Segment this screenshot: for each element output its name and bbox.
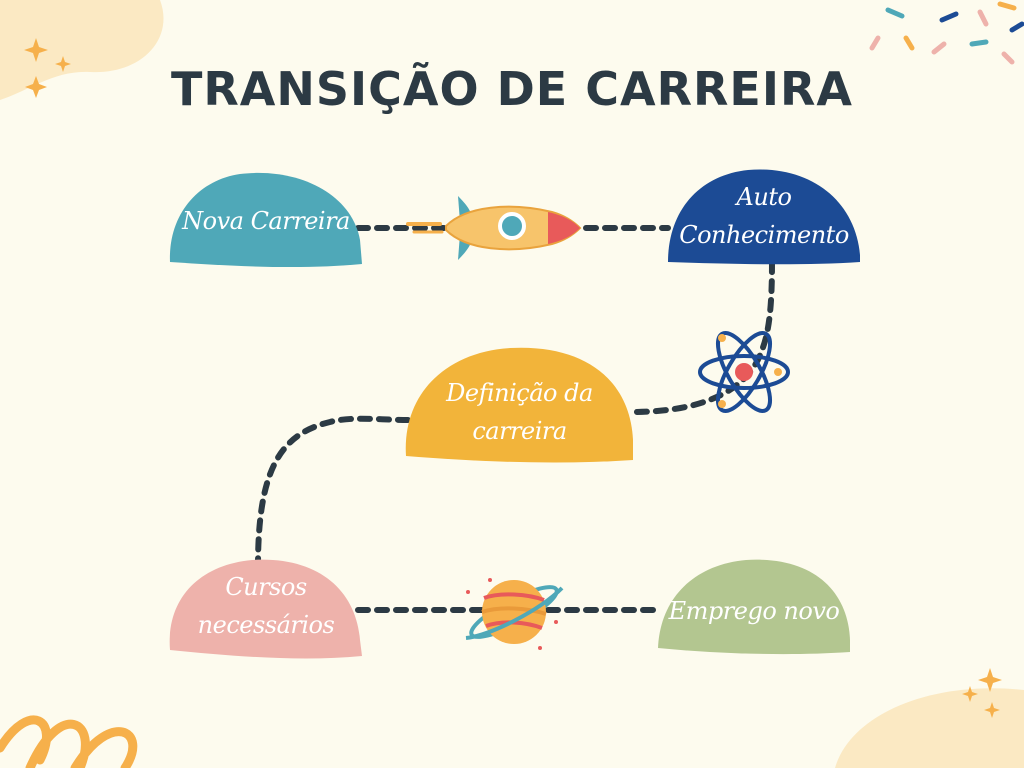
corner-blob-top-left — [0, 0, 164, 100]
step-label-auto-conhecimento: Auto Conhecimento — [679, 183, 849, 249]
planet-icon — [465, 578, 564, 650]
step-blob-cursos-necessarios — [169, 559, 362, 659]
step-label-nova-carreira: Nova Carreira — [182, 207, 350, 235]
step-label-emprego-novo: Emprego novo — [668, 597, 840, 625]
sparkle-icon — [962, 668, 1002, 718]
step-blob-nova-carreira — [169, 172, 362, 268]
sparkle-icon — [24, 38, 71, 98]
rocket-icon — [406, 196, 582, 260]
step-blob-emprego-novo — [658, 559, 850, 655]
corner-blob-bottom-right — [835, 688, 1024, 768]
confetti-decoration — [869, 1, 1024, 65]
step-blob-auto-conhecimento — [668, 169, 860, 265]
atom-icon — [698, 331, 790, 413]
page-title: TRANSIÇÃO DE CARREIRA — [170, 62, 853, 116]
step-label-definicao-da-carreira: Definição da carreira — [446, 379, 593, 445]
squiggle-decoration — [0, 715, 138, 768]
step-label-cursos-necessarios: Cursos necessários — [197, 573, 335, 639]
step-blob-definicao-da-carreira — [405, 347, 633, 463]
